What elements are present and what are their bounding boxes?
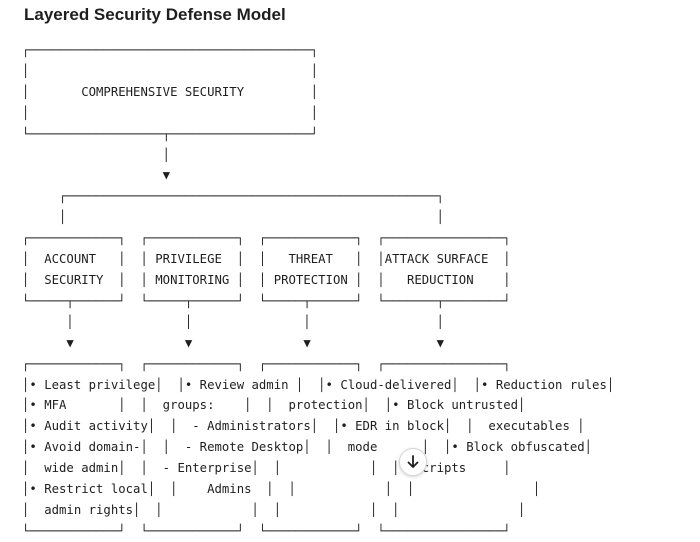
diagram-title: Layered Security Defense Model <box>24 5 286 24</box>
scroll-down-button[interactable] <box>399 448 427 476</box>
arrow-down-icon <box>407 455 419 468</box>
security-diagram: ┌──────────────────────────────────────┐… <box>22 43 615 538</box>
